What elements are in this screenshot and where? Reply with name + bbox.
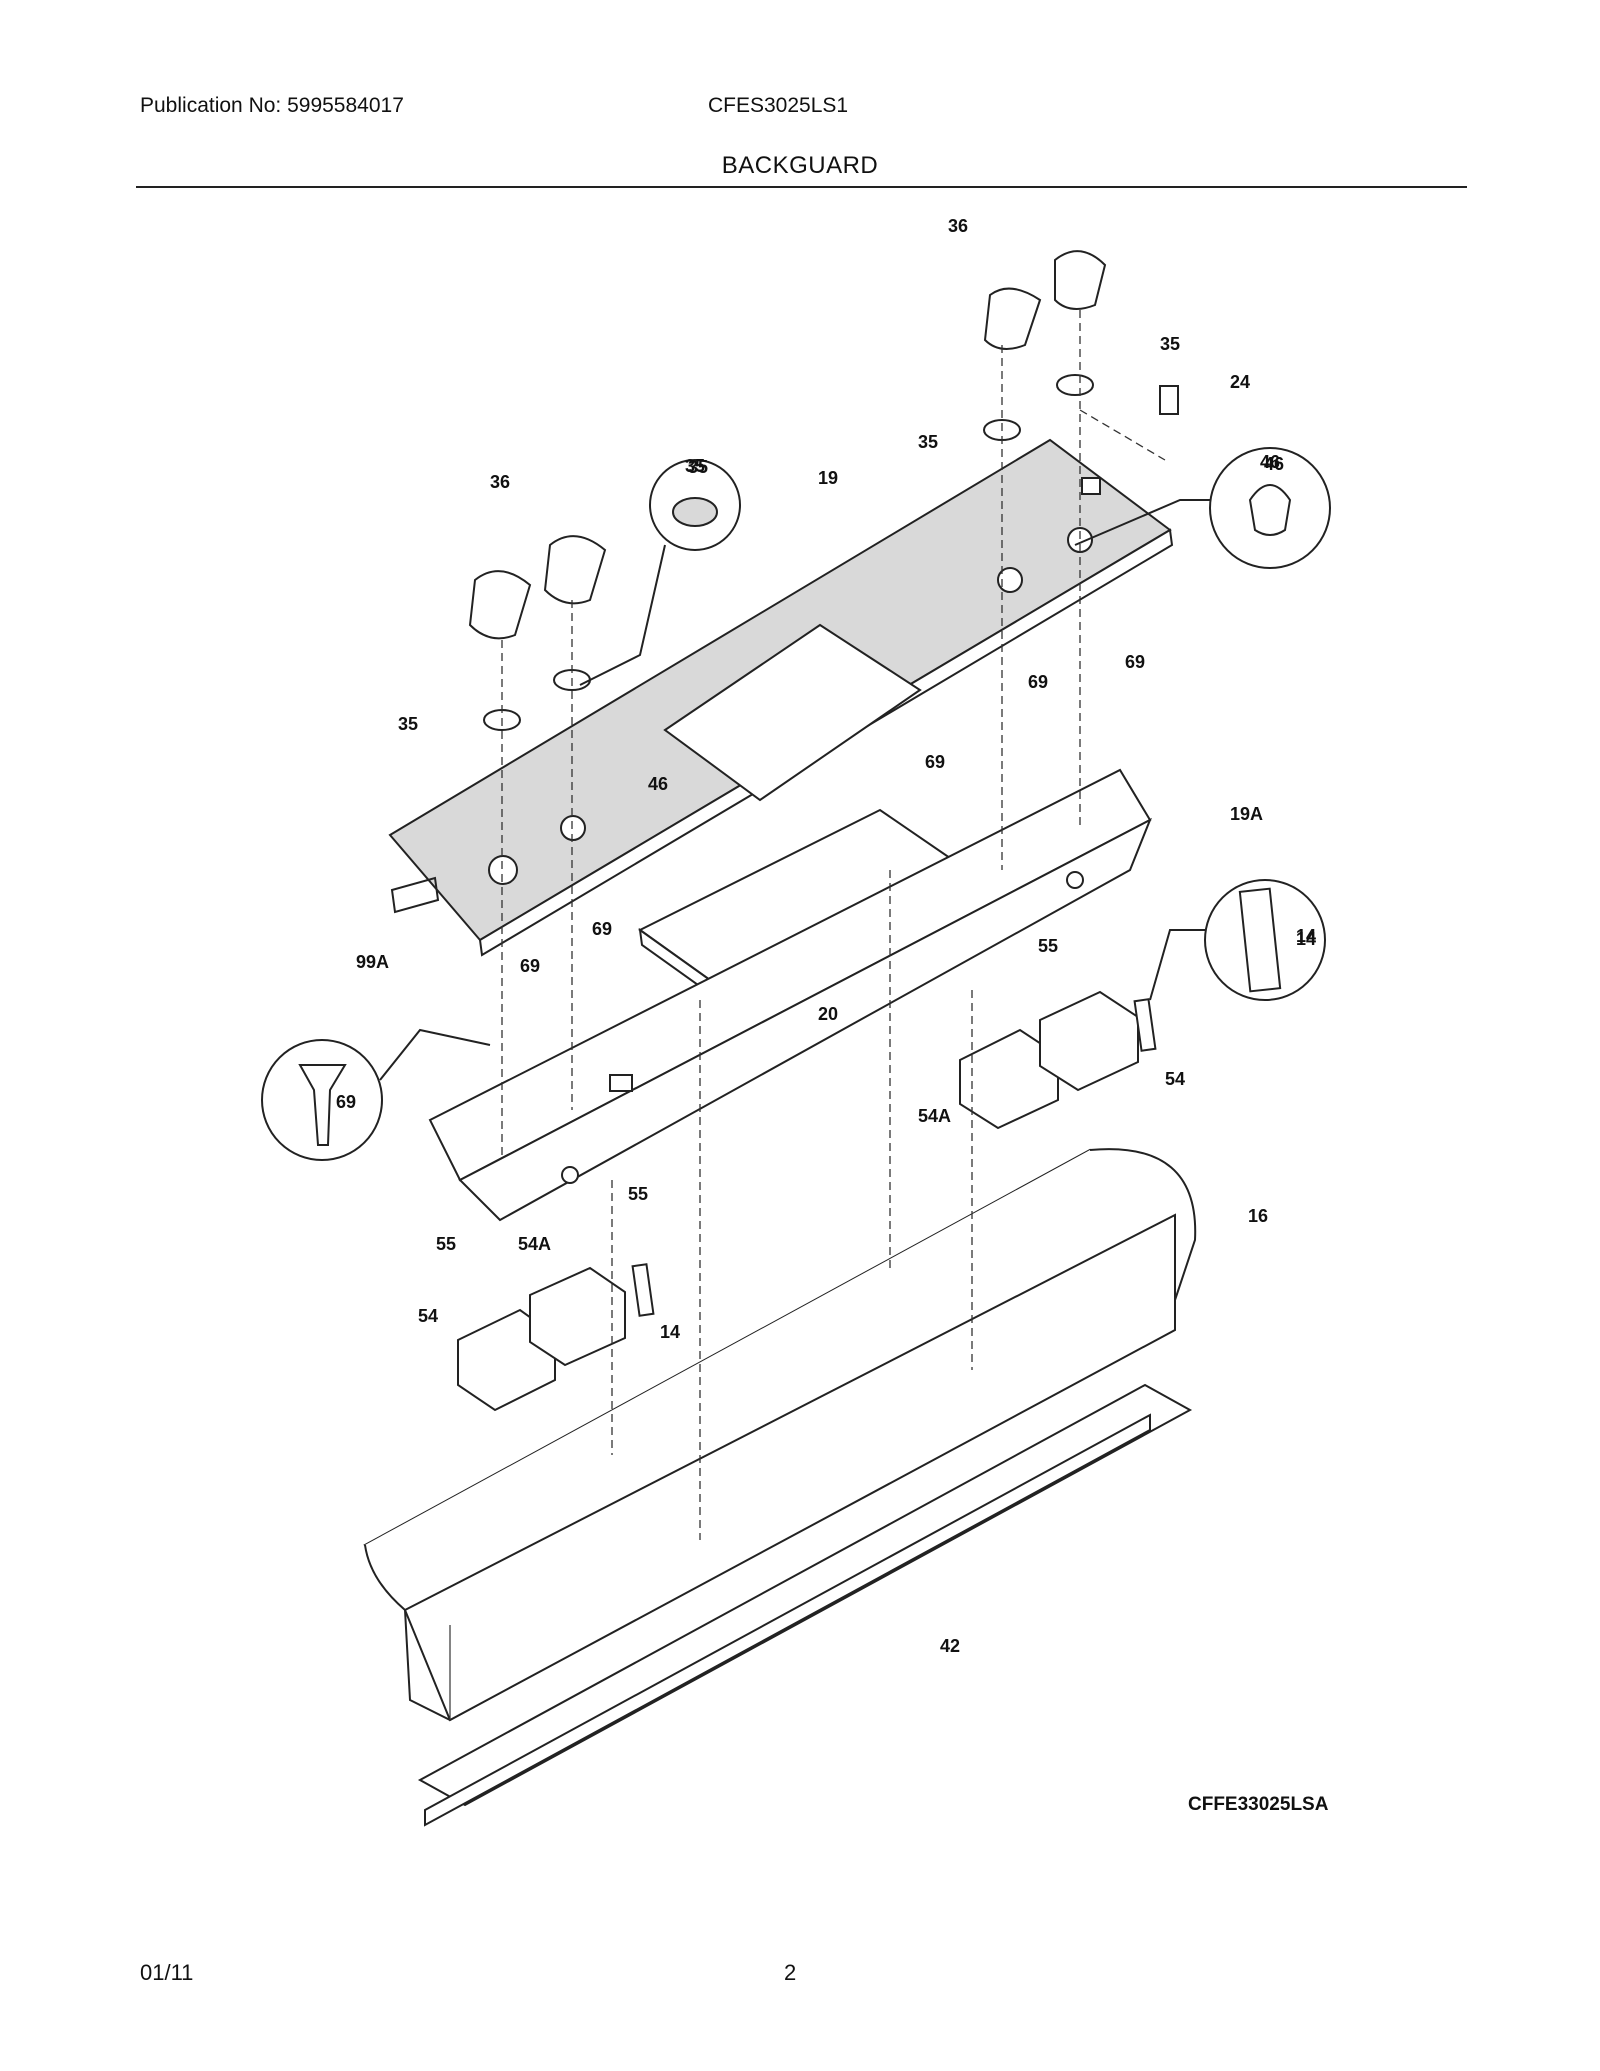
callout-16: 16 (1248, 1206, 1268, 1226)
publication-number: Publication No: 5995584017 (140, 94, 404, 117)
callout-42: 42 (940, 1636, 960, 1656)
callout-35: 35 (1160, 334, 1180, 354)
model-number: CFES3025LS1 (708, 94, 849, 117)
callout-55: 55 (628, 1184, 648, 1204)
callout-24: 24 (1230, 372, 1250, 392)
thermostat-14 (631, 998, 1157, 1317)
callout-35: 35 (398, 714, 418, 734)
control-panel-19 (388, 438, 1174, 957)
footer-date: 01/11 (140, 1960, 194, 1985)
callout-54: 54 (1165, 1069, 1185, 1089)
callout-99a: 99A (356, 952, 389, 972)
callout-69: 69 (592, 919, 612, 939)
callout-69: 69 (1125, 652, 1145, 672)
callout-46: 46 (1260, 452, 1280, 472)
trim-42 (417, 1383, 1193, 1827)
detail-circle-35 (579, 459, 741, 686)
callout-14: 14 (660, 1322, 680, 1342)
footer-page-number: 2 (784, 1960, 797, 1985)
callout-55: 55 (436, 1234, 456, 1254)
callout-69: 69 (520, 956, 540, 976)
switch-24 (1159, 385, 1179, 415)
callout-14: 14 (1296, 926, 1316, 946)
callout-46-detail: 46 (1264, 454, 1284, 474)
callout-55: 55 (1038, 936, 1058, 956)
detail-circle-46 (1074, 447, 1331, 569)
callout-35-detail: 35 (688, 457, 708, 477)
ribbon-connector-99a (390, 876, 440, 914)
callout-36: 36 (490, 472, 510, 492)
callout-36: 36 (948, 216, 968, 236)
callout-19: 19 (818, 468, 838, 488)
mounting-bracket-19a (428, 768, 1152, 1222)
detail-circle-14 (1149, 879, 1326, 1001)
infinite-switch-54 (457, 990, 1139, 1412)
header-rule (136, 186, 1467, 188)
callout-46: 46 (648, 774, 668, 794)
diagram-code: CFFE33025LSA (1188, 1794, 1329, 1815)
callout-19a: 19A (1230, 804, 1263, 824)
alignment-lines (501, 310, 1166, 1540)
callout-54: 54 (418, 1306, 438, 1326)
callout-20: 20 (818, 1004, 838, 1024)
callout-69: 69 (1028, 672, 1048, 692)
callout-69-detail: 69 (336, 1092, 356, 1112)
callout-35: 35 (685, 456, 705, 476)
section-title: BACKGUARD (721, 152, 879, 179)
callout-labels: 36 35 24 35 46 19 36 35 69 35 69 69 46 1… (336, 216, 1329, 1815)
detail-circle-69 (261, 1028, 491, 1161)
callout-35: 35 (918, 432, 938, 452)
callout-14-detail: 14 (1296, 929, 1316, 949)
callout-69: 69 (925, 752, 945, 772)
callout-54a: 54A (518, 1234, 551, 1254)
callout-54a: 54A (918, 1106, 951, 1126)
knob-36 (468, 250, 1107, 640)
